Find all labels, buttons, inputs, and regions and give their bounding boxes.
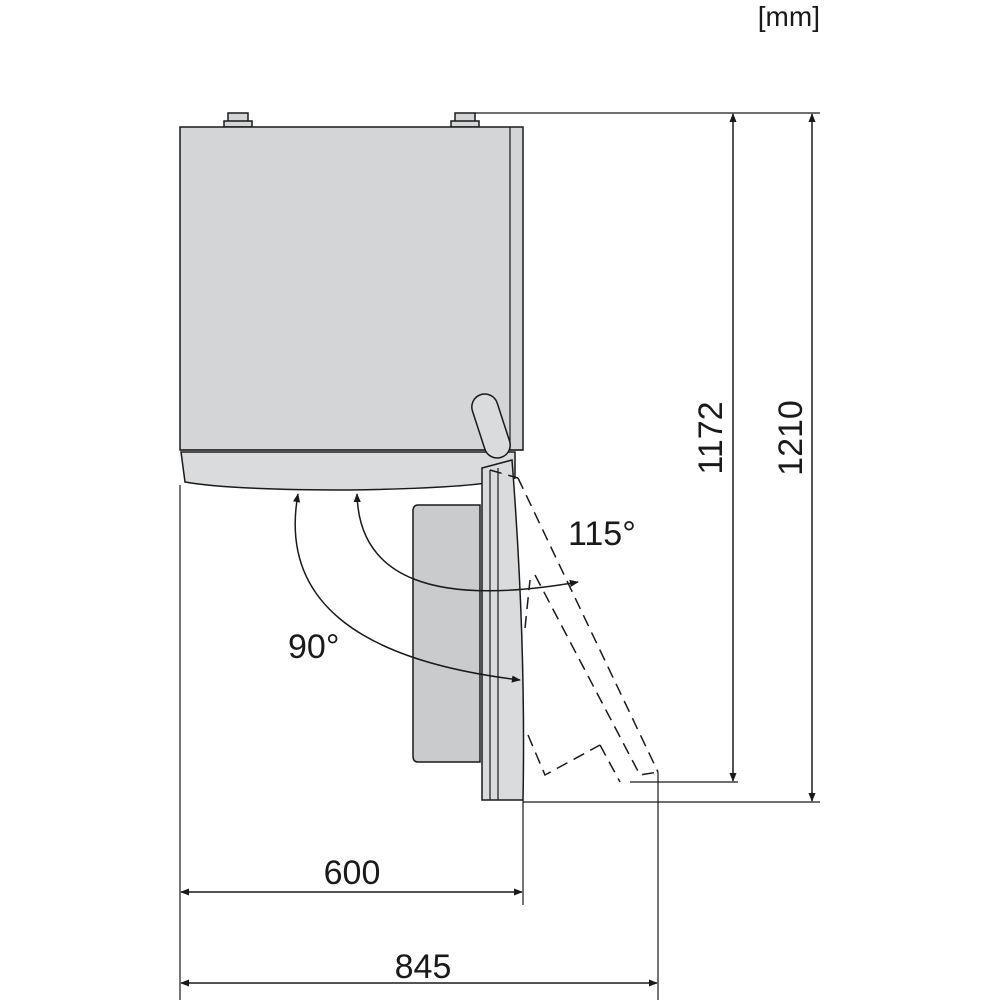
angle-label-90: 90° xyxy=(288,628,339,666)
appliance-body xyxy=(179,126,524,451)
door-open-90 xyxy=(481,459,525,801)
door-open-115-outline xyxy=(489,469,659,783)
door-hinge xyxy=(471,393,511,459)
rear-spacer-right xyxy=(450,112,480,128)
door-closed-position xyxy=(180,451,516,491)
dimension-label-845: 845 xyxy=(395,948,452,986)
angle-arc-115 xyxy=(353,493,579,592)
dimension-label-1210: 1210 xyxy=(772,400,810,476)
angle-arc-90 xyxy=(293,493,521,683)
door-shelf-block xyxy=(412,504,481,763)
rear-spacer-left xyxy=(223,112,253,128)
dimension-label-600: 600 xyxy=(324,854,381,892)
dimension-label-1172: 1172 xyxy=(692,401,730,474)
unit-label: [mm] xyxy=(758,1,820,32)
angle-label-115: 115° xyxy=(568,515,636,553)
